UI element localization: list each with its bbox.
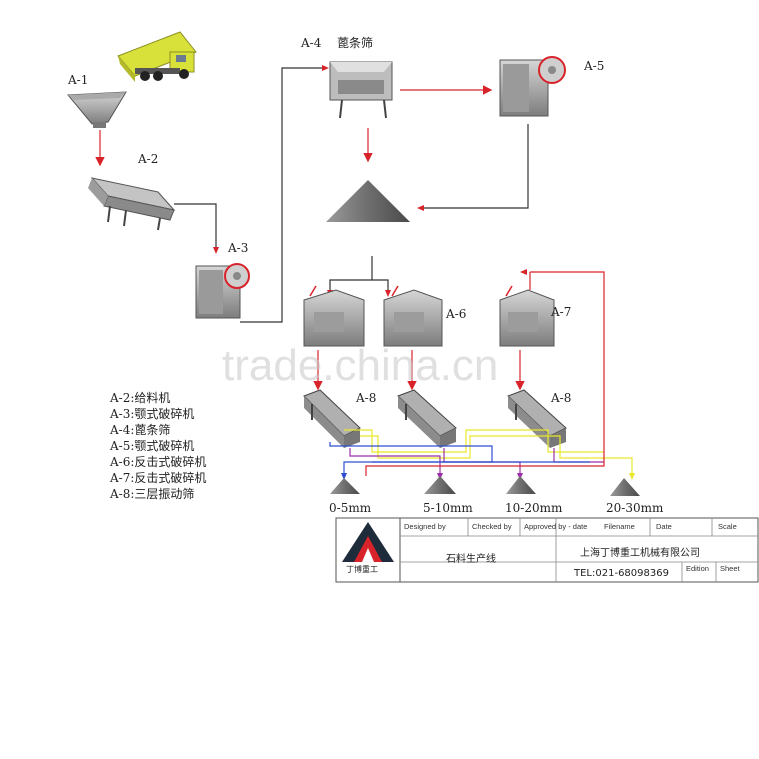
product-label-20-30mm: 20-30mm: [606, 501, 664, 515]
legend-item: A-6:反击式破碎机: [109, 454, 206, 469]
product-flow-lines: [329, 390, 633, 476]
legend-item: A-5:颚式破碎机: [109, 438, 194, 453]
tb-scale: Scale: [718, 522, 737, 531]
product-label-10-20mm: 10-20mm: [505, 501, 563, 515]
tb-approved-by: Approved by - date: [524, 522, 587, 531]
label-a4-name: 蓖条筛: [337, 35, 373, 50]
tb-filename: Filename: [604, 522, 635, 531]
impact-crusher-a6-right: [383, 285, 443, 347]
tb-company: 上海丁博重工机械有限公司: [580, 546, 700, 559]
line-a2-a3: [174, 203, 217, 252]
legend-item: A-8:三层振动筛: [109, 486, 194, 501]
equipment-legend: A-2:给料机 A-3:颚式破碎机 A-4:蓖条筛 A-5:颚式破碎机 A-6:…: [109, 391, 206, 501]
legend-item: A-3:颚式破碎机: [109, 406, 194, 421]
tb-checked-by: Checked by: [472, 522, 512, 531]
product-label-0-5mm: 0-5mm: [329, 501, 372, 515]
label-a8-right: A-8: [550, 391, 571, 405]
label-a1: A-1: [67, 73, 88, 87]
label-a6: A-6: [445, 307, 466, 321]
feeder-a2: [88, 177, 176, 231]
stockpile-icon: [326, 180, 410, 222]
tb-date: Date: [656, 522, 672, 531]
grizzly-screen-a4: [329, 61, 393, 119]
line-pile-a6a: [329, 256, 373, 294]
label-a2: A-2: [137, 152, 158, 166]
hopper-a1: [66, 91, 127, 128]
tb-title: 石料生产线: [446, 552, 496, 565]
watermark: trade.china.cn: [222, 341, 498, 390]
product-pile-5-10mm: [424, 476, 456, 494]
label-a4: A-4: [300, 36, 322, 50]
vibrating-screen-a8-right: [507, 389, 567, 448]
line-a5-pile: [420, 124, 529, 209]
vibrating-screen-a8-left: [303, 389, 361, 448]
tb-sheet: Sheet: [720, 564, 741, 573]
impact-crusher-a7: [499, 285, 555, 347]
vibrating-screen-a8-center: [397, 389, 457, 448]
product-label-5-10mm: 5-10mm: [423, 501, 473, 515]
legend-item: A-2:给料机: [109, 391, 170, 405]
line-recycle: [530, 271, 605, 390]
label-a3: A-3: [227, 241, 248, 255]
product-pile-0-5mm: [330, 478, 360, 494]
product-pile-10-20mm: [506, 476, 536, 494]
line-pile-a6b: [372, 279, 389, 294]
legend-item: A-4:蓖条筛: [109, 422, 170, 437]
label-a8-left: A-8: [355, 391, 376, 405]
title-block: Designed by Checked by Approved by - dat…: [335, 517, 759, 583]
line-a3-a4: [240, 67, 326, 323]
jaw-crusher-a3: [195, 263, 250, 319]
legend-item: A-7:反击式破碎机: [109, 470, 206, 485]
tb-designed-by: Designed by: [404, 522, 446, 531]
label-a5: A-5: [583, 59, 604, 73]
svg-text:丁博重工: 丁博重工: [346, 564, 378, 574]
jaw-crusher-a5: [499, 56, 566, 117]
impact-crusher-a6-left: [303, 285, 365, 347]
label-a7: A-7: [550, 305, 571, 319]
dump-truck-icon: [117, 31, 197, 82]
product-pile-20-30mm: [610, 478, 640, 496]
company-logo-icon: 丁博重工: [342, 522, 394, 574]
tb-edition: Edition: [686, 564, 709, 573]
tb-tel: TEL:021-68098369: [573, 568, 669, 579]
